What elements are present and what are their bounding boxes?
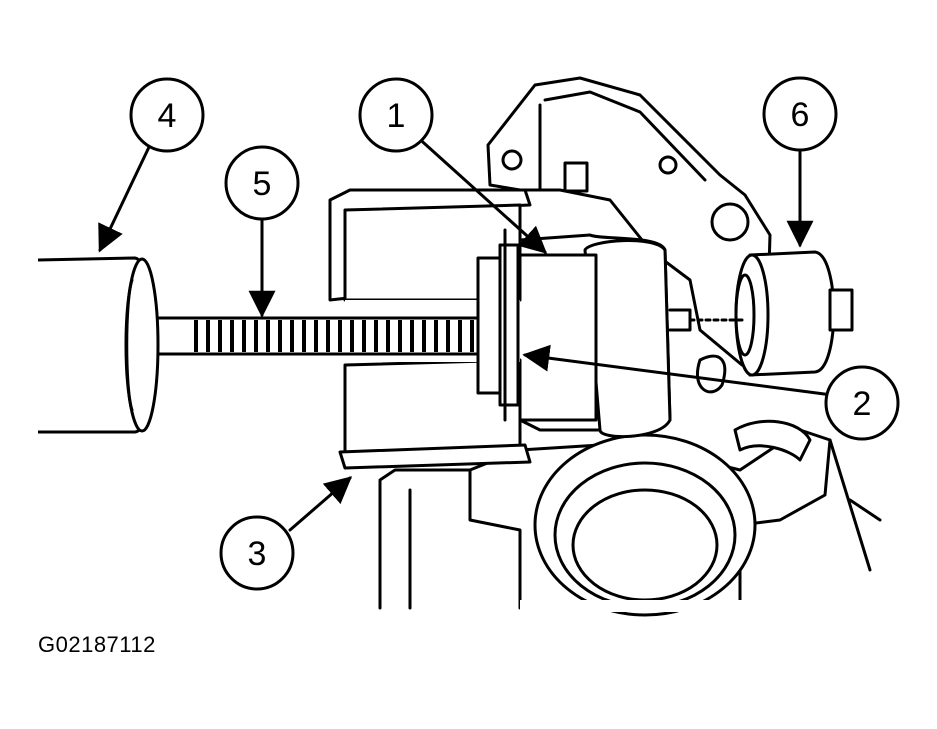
arrow-to-2 <box>522 344 834 397</box>
callout-6-label: 6 <box>791 96 810 134</box>
arrow-to-1 <box>413 133 548 254</box>
callout-1-label: 1 <box>387 97 406 135</box>
callout-4-label: 4 <box>158 97 177 135</box>
callout-5-label: 5 <box>253 165 272 203</box>
installer-cup <box>668 250 854 377</box>
figure-id: G02187112 <box>38 632 156 657</box>
knuckle-housing <box>378 419 882 617</box>
forcing-screw <box>128 316 482 356</box>
callout-3: 3 <box>219 515 295 591</box>
callout-2: 2 <box>824 365 900 441</box>
callout-4: 4 <box>129 77 205 153</box>
arrow-to-4 <box>98 143 152 253</box>
leader-arrows <box>98 133 834 532</box>
callout-2-label: 2 <box>853 385 872 423</box>
bushing-remover-washer <box>476 228 520 422</box>
tube-sleeve <box>37 256 160 434</box>
callout-3-label: 3 <box>248 535 267 573</box>
callout-5: 5 <box>224 145 300 221</box>
arrow-to-3 <box>288 476 353 532</box>
callout-1: 1 <box>358 77 434 153</box>
mounting-bracket <box>486 76 772 394</box>
control-arm-bushing <box>516 233 672 439</box>
callout-6: 6 <box>762 76 838 152</box>
